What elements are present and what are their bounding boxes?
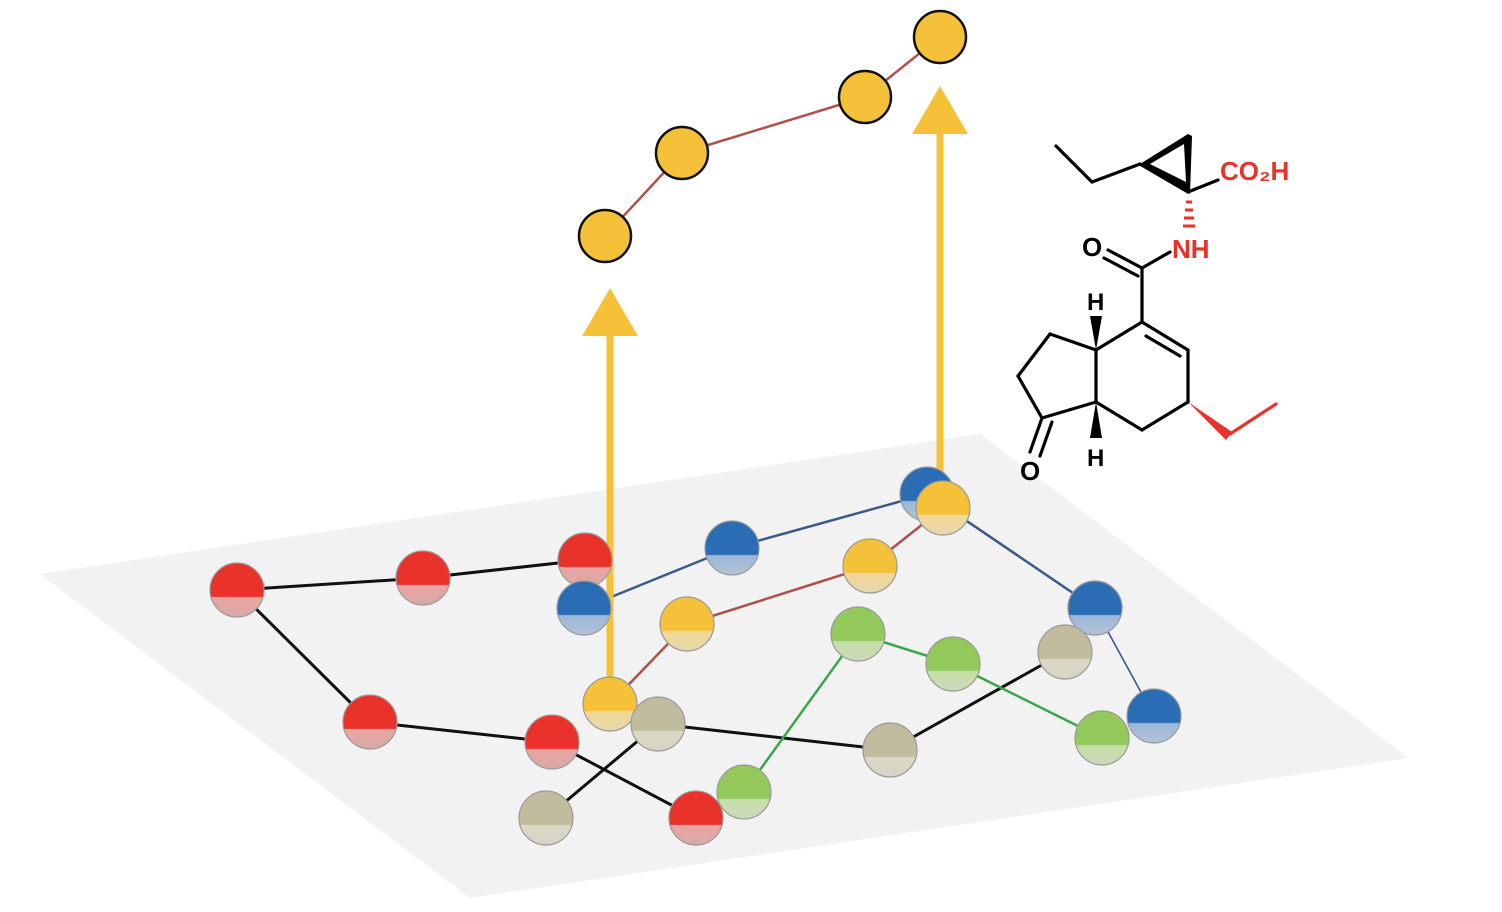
- node-g2: [925, 636, 981, 692]
- node-b3: [1067, 580, 1123, 636]
- wedge-h-bottom: [1090, 402, 1102, 438]
- node-r4: [342, 694, 398, 750]
- node-t3: [862, 722, 918, 778]
- cyclopropane-inner: [1150, 144, 1186, 182]
- bond-ethyl-1: [1054, 144, 1094, 184]
- bond-ring-3: [1140, 400, 1190, 432]
- node-u2: [654, 125, 710, 181]
- label-nh: NH: [1172, 234, 1210, 264]
- bond-amide-co-1: [1106, 248, 1144, 270]
- node-r1: [209, 562, 265, 618]
- label-co2h: CO₂H: [1220, 156, 1289, 186]
- node-g4: [716, 764, 772, 820]
- bond-c-co2h: [1186, 178, 1220, 194]
- arrow-left: [582, 288, 638, 700]
- link-r1-r4: [235, 588, 372, 724]
- bond-ketone-2: [1038, 420, 1054, 458]
- node-t1: [630, 696, 686, 752]
- link-t1-t3: [657, 722, 891, 752]
- bond-ring-1: [1140, 320, 1190, 352]
- node-yb: [659, 596, 715, 652]
- link-u2-u3: [681, 95, 866, 155]
- node-g1: [830, 606, 886, 662]
- link-r4-r5: [369, 720, 553, 744]
- node-u3: [837, 69, 893, 125]
- bond-amide-co-2: [1102, 256, 1140, 278]
- molecule-structure: CO₂H NH O O H H: [1016, 134, 1289, 486]
- bond-cp-1: [1048, 332, 1098, 352]
- link-g2-g3: [952, 662, 1103, 740]
- link-yb-yc: [686, 564, 871, 626]
- node-r5: [524, 714, 580, 770]
- bond-cp-3: [1016, 374, 1044, 420]
- node-b4: [1126, 688, 1182, 744]
- bond-ring-4: [1094, 400, 1144, 432]
- node-u1: [577, 208, 633, 264]
- projection-arrows: [582, 86, 968, 700]
- link-r1-r2: [236, 576, 424, 592]
- node-r3: [557, 532, 613, 588]
- node-b1: [704, 520, 760, 576]
- node-r6: [668, 790, 724, 846]
- label-o-amide: O: [1082, 232, 1102, 262]
- node-yc: [842, 538, 898, 594]
- bond-ethyl-2: [1090, 162, 1142, 184]
- node-t2: [518, 790, 574, 846]
- bond-cp-2: [1016, 332, 1052, 378]
- bond-amide-cn: [1140, 250, 1172, 270]
- red-wedge-ethyl: [1188, 402, 1232, 440]
- arrow-right: [912, 86, 968, 504]
- red-ethyl-bond: [1228, 402, 1278, 436]
- label-h-top: H: [1087, 289, 1104, 316]
- node-r2: [395, 550, 451, 606]
- node-g3: [1074, 710, 1130, 766]
- node-t4: [1037, 624, 1093, 680]
- network-nodes: [209, 9, 1182, 846]
- link-t3-t4: [889, 650, 1066, 752]
- bond-ring-6: [1094, 320, 1144, 352]
- red-hashed-bond: [1183, 200, 1195, 228]
- link-b1-b2: [731, 492, 928, 550]
- wedge-h-top: [1090, 316, 1102, 350]
- node-yd: [915, 480, 971, 536]
- background-plane: [40, 434, 1408, 898]
- node-b5: [556, 580, 612, 636]
- node-ya: [582, 676, 638, 732]
- bond-ketone-1: [1028, 416, 1044, 454]
- bond-cp-4: [1040, 400, 1098, 420]
- label-o-ketone: O: [1020, 456, 1040, 486]
- label-h-bottom: H: [1087, 445, 1104, 472]
- bond-ring-double: [1144, 334, 1182, 358]
- node-u4: [912, 9, 968, 65]
- link-g4-g1: [742, 633, 860, 793]
